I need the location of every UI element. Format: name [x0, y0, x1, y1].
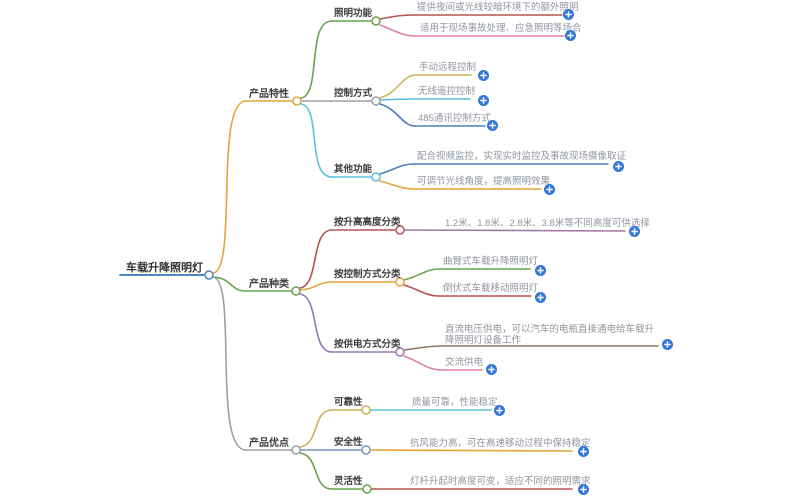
node-link-icon[interactable]: [544, 184, 555, 195]
node-product-advantages[interactable]: 产品优点: [249, 438, 289, 449]
node-control-method[interactable]: 控制方式: [334, 88, 373, 99]
branch-lines: [212, 14, 626, 490]
leaf-height-options[interactable]: 1.2米、1.8米、2.8米、3.8米等不同高度可供选择: [445, 218, 650, 229]
node-by-lift-height[interactable]: 按升高高度分类: [334, 217, 401, 228]
leaf-reliable-quality[interactable]: 质量可靠，性能稳定: [412, 397, 498, 408]
node-reliability[interactable]: 可靠性: [334, 397, 363, 408]
node-link-icon[interactable]: [662, 339, 673, 350]
node-root[interactable]: 车载升降照明灯: [126, 262, 203, 274]
leaf-ac-power[interactable]: 交流供电: [445, 357, 484, 368]
collapse-handles[interactable]: [204, 16, 405, 494]
leaf-variable-height[interactable]: 灯杆升起时高度可变，适应不同的照明需求: [410, 476, 591, 487]
node-link-icon[interactable]: [629, 226, 640, 237]
leaf-wind-resistance[interactable]: 抗风能力高，可在高速移动过程中保持稳定: [410, 438, 591, 449]
leaf-tilt-down-type[interactable]: 倒伏式车载移动照明灯: [443, 283, 539, 294]
leaf-extra-night-lighting[interactable]: 提供夜间或光线较暗环境下的额外照明: [417, 2, 579, 13]
node-other-functions[interactable]: 其他功能: [334, 164, 373, 175]
node-underlines: [119, 14, 659, 490]
node-lighting-function[interactable]: 照明功能: [334, 8, 373, 19]
leaf-manual-remote-control[interactable]: 手动远程控制: [419, 62, 477, 73]
leaf-video-surveillance[interactable]: 配合视频监控，实现实时监控及事故现场摄像取证: [417, 151, 627, 162]
node-link-icon[interactable]: [578, 446, 589, 457]
node-link-icon[interactable]: [487, 120, 498, 131]
node-link-icon[interactable]: [613, 161, 624, 172]
node-link-icon[interactable]: [535, 292, 546, 303]
leaf-wireless-control[interactable]: 无线遥控控制: [418, 86, 476, 97]
node-flexibility[interactable]: 灵活性: [334, 476, 363, 487]
node-link-icon[interactable]: [478, 95, 489, 106]
node-link-icon[interactable]: [535, 265, 546, 276]
leaf-485-comm-control[interactable]: 485通讯控制方式: [418, 113, 491, 124]
node-product-features[interactable]: 产品特性: [249, 89, 289, 100]
node-product-types[interactable]: 产品种类: [249, 279, 289, 290]
leaf-dc-power[interactable]: 直流电压供电，可以汽车的电瓶直接通电给车载升降照明灯设备工作: [445, 324, 655, 346]
node-link-icon[interactable]: [486, 364, 497, 375]
node-link-icon[interactable]: [565, 30, 576, 41]
node-by-control-method[interactable]: 按控制方式分类: [334, 269, 401, 280]
node-by-power-supply[interactable]: 按供电方式分类: [334, 339, 401, 350]
node-link-icon[interactable]: [563, 9, 574, 20]
node-safety[interactable]: 安全性: [334, 437, 363, 448]
node-link-icon[interactable]: [494, 405, 505, 416]
node-link-icon[interactable]: [478, 70, 489, 81]
leaf-accident-emergency[interactable]: 适用于现场事故处理、应急照明等场合: [420, 23, 582, 34]
node-link-icon[interactable]: [578, 484, 589, 495]
leaf-crank-arm-type[interactable]: 曲臂式车载升降照明灯: [443, 256, 539, 267]
leaf-adjustable-angle[interactable]: 可调节光线角度，提高照明效果: [417, 176, 551, 187]
